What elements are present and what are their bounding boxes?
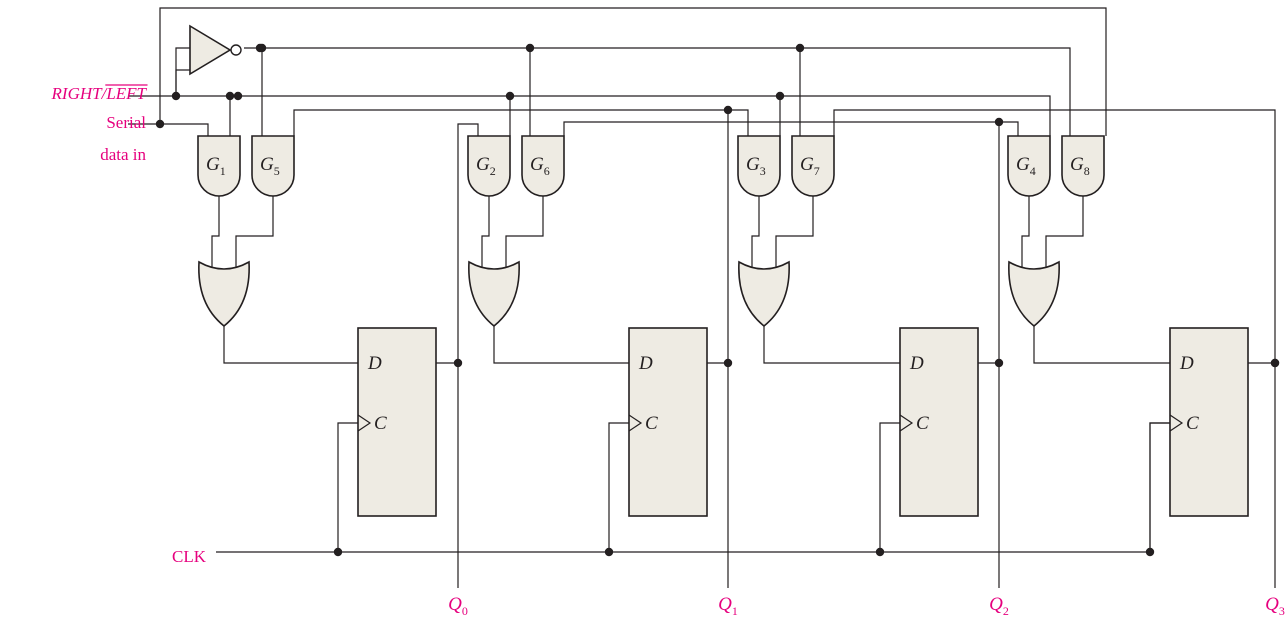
- inverter-bubble: [230, 44, 242, 56]
- and-gate: [1007, 135, 1051, 197]
- c-pin-label: C: [1186, 413, 1199, 434]
- d-pin-label: D: [1179, 353, 1194, 374]
- or-to-d-wire: [763, 326, 900, 364]
- clock-branch-wire: [608, 422, 629, 552]
- flip-flop-box: [1169, 327, 1249, 517]
- or-gate: [468, 260, 520, 328]
- labels: RIGHT/LEFT Serial data in CLK: [51, 84, 207, 566]
- flip-flop-box: [899, 327, 979, 517]
- and-to-or-wire: [1045, 196, 1084, 268]
- and-gate: [467, 135, 511, 197]
- flip-flop-box: [357, 327, 437, 517]
- d-pin-label: D: [638, 353, 653, 374]
- junction-dot: [795, 43, 805, 53]
- junction-dot: [525, 43, 535, 53]
- junction-dot: [453, 358, 463, 368]
- gate-label: G1: [206, 154, 226, 178]
- clock-edge-marker: [628, 414, 643, 432]
- and-to-or-wire: [775, 196, 814, 268]
- serial-label-line2: data in: [100, 145, 146, 164]
- and-to-or-wire: [481, 196, 490, 268]
- junction-dot: [171, 91, 181, 101]
- d-pin-label: D: [367, 353, 382, 374]
- junction-dot: [775, 91, 785, 101]
- or-to-d-wire: [1033, 326, 1170, 364]
- and-gate: [791, 135, 835, 197]
- q2-to-g6-wire: [563, 121, 999, 136]
- or-gate: [198, 260, 250, 328]
- and-to-or-wire: [235, 196, 274, 268]
- q2-feed-wire: [998, 121, 1019, 363]
- clock-branch-wire: [1149, 422, 1170, 552]
- gate-label: G6: [530, 154, 550, 178]
- inverter-feedback-wire: [175, 47, 190, 96]
- c-pin-label: C: [645, 413, 658, 434]
- wires: [128, 7, 1276, 588]
- junction-dot: [333, 547, 343, 557]
- and-gate: [1061, 135, 1105, 197]
- right-left-wire: [128, 95, 1051, 136]
- gate-label: G7: [800, 154, 820, 178]
- q1-feed-wire: [727, 109, 749, 363]
- serial-in-wire: [160, 123, 209, 136]
- junction-dot: [994, 117, 1004, 127]
- junction-dot: [723, 105, 733, 115]
- junction-dot: [155, 119, 165, 129]
- c-pin-label: C: [374, 413, 387, 434]
- and-to-or-wire: [1021, 196, 1030, 268]
- and-to-or-wire: [505, 196, 544, 268]
- and-gate: [251, 135, 295, 197]
- q3-to-g7-wire: [833, 109, 1276, 363]
- serial-label-line1: Serial: [106, 113, 146, 132]
- q0-feed-wire: [457, 123, 479, 363]
- clock-edge-marker: [1169, 414, 1184, 432]
- gate-label: G2: [476, 154, 496, 178]
- inverter-gate: [189, 24, 232, 76]
- output-label: Q1: [718, 594, 738, 618]
- d-pin-label: D: [909, 353, 924, 374]
- clock-branch-wire: [337, 422, 358, 552]
- or-to-d-wire: [223, 326, 358, 364]
- and-gate: [521, 135, 565, 197]
- clk-label: CLK: [172, 547, 207, 566]
- components: G1 G5D C Q0 G2 G6D C Q1 G3 G7D C Q2 G4 G8D C Q3: [155, 24, 1285, 618]
- junction-dot: [233, 91, 243, 101]
- junction-dot: [225, 91, 235, 101]
- junction-dot: [994, 358, 1004, 368]
- gate-label: G8: [1070, 154, 1090, 178]
- clock-branch-wire: [879, 422, 900, 552]
- right-left-label: RIGHT/LEFT: [51, 84, 148, 103]
- and-gate: [197, 135, 241, 197]
- q1-to-g5-wire: [293, 109, 728, 136]
- junction-dot: [604, 547, 614, 557]
- junction-dot: [255, 43, 265, 53]
- or-gate: [1008, 260, 1060, 328]
- and-gate: [737, 135, 781, 197]
- gate-label: G4: [1016, 154, 1036, 178]
- gate-label: G5: [260, 154, 280, 178]
- junction-dot: [875, 547, 885, 557]
- c-pin-label: C: [916, 413, 929, 434]
- inverted-control-wire: [244, 47, 1071, 136]
- gate-label: G3: [746, 154, 766, 178]
- inverter-input-wire: [175, 69, 190, 96]
- flip-flop-box: [628, 327, 708, 517]
- output-label: Q0: [448, 594, 468, 618]
- output-label: Q3: [1265, 594, 1285, 618]
- clock-edge-marker: [899, 414, 914, 432]
- serial-loop-wire: [159, 7, 1107, 136]
- and-to-or-wire: [211, 196, 220, 268]
- or-to-d-wire: [493, 326, 629, 364]
- junction-dot: [505, 91, 515, 101]
- junction-dot: [1145, 547, 1155, 557]
- or-gate: [738, 260, 790, 328]
- clock-edge-marker: [357, 414, 372, 432]
- and-to-or-wire: [751, 196, 760, 268]
- junction-dot: [1270, 358, 1280, 368]
- output-label: Q2: [989, 594, 1009, 618]
- junction-dot: [723, 358, 733, 368]
